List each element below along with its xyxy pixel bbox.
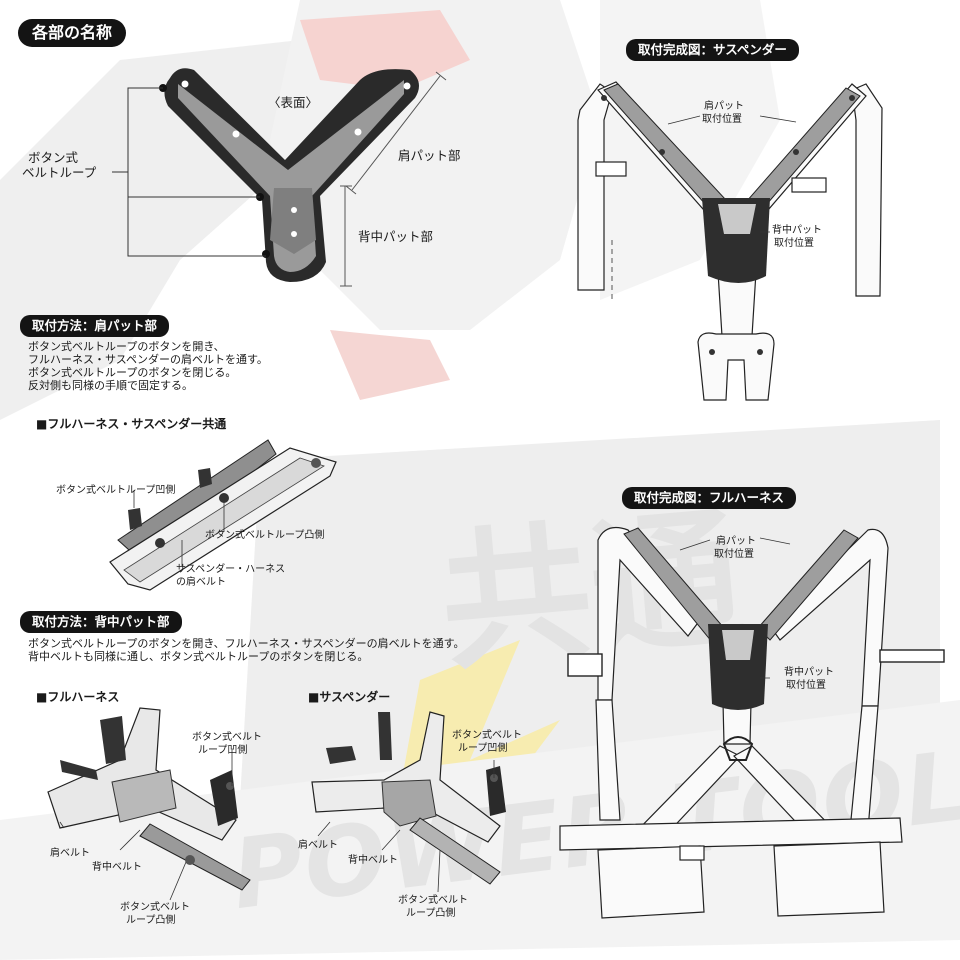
surface-label: 〈表面〉	[268, 95, 319, 110]
suspender-loop-concave-1: ボタン式ベルト	[452, 730, 522, 741]
left-side-clip	[567, 653, 603, 677]
rivet	[181, 80, 189, 88]
harness-subtitle: ■フルハーネス	[36, 690, 120, 704]
left-buckle	[595, 161, 627, 177]
right-buckle	[791, 177, 827, 193]
parts-header: 各部の名称	[18, 19, 127, 47]
right-long-strap	[849, 705, 879, 831]
label-belt-2: の肩ベルト	[176, 577, 226, 588]
rivet	[403, 82, 411, 90]
back-pad-label: 背中パット部	[358, 229, 434, 244]
rivet	[849, 95, 855, 101]
suspender-subtitle: ■サスペンダー	[308, 690, 391, 704]
harness-loop-convex-1: ボタン式ベルト	[120, 902, 190, 913]
rivet	[757, 349, 763, 355]
pad-surface	[178, 80, 404, 272]
install-back-header: 取付方法：背中パット部	[20, 611, 182, 633]
back-pad	[702, 198, 770, 283]
loop-concave	[128, 508, 142, 530]
rivet	[232, 130, 240, 138]
harness-shoulder-pos-2: 取付位置	[714, 549, 754, 560]
install-back-line: ボタン式ベルトループのボタンを開き、フルハーネス・サスペンダーの肩ベルトを通す。	[28, 637, 465, 650]
snap-button	[311, 458, 321, 468]
harness-loop-convex-2: ループ凸側	[126, 915, 176, 926]
left-long-strap	[595, 699, 621, 821]
pad-center-panel	[270, 188, 316, 254]
rivet	[793, 149, 799, 155]
watermark-red-mouth	[300, 10, 470, 90]
complete-harness-header: 取付完成図：フルハーネス	[622, 487, 797, 509]
install-shoulder-line: ボタン式ベルトループのボタンを閉じる。	[28, 366, 237, 379]
suspender-back-pos-1: 背中パット	[772, 225, 822, 236]
harness-loop-concave-1: ボタン式ベルト	[192, 732, 262, 743]
install-back-line: 背中ベルトも同様に通し、ボタン式ベルトループのボタンを閉じる。	[28, 650, 369, 663]
harness-shoulder-belt: 肩ベルト	[50, 848, 90, 859]
install-shoulder-header: 取付方法：肩パット部	[20, 315, 170, 337]
suspender-detail	[311, 711, 506, 893]
left-thigh	[597, 845, 705, 919]
right-side-clip	[879, 649, 945, 663]
left-strap	[577, 83, 613, 291]
complete-suspender-header: 取付完成図：サスペンダー	[626, 39, 799, 61]
button-loop-label-1: ボタン式	[28, 150, 79, 165]
suspender-back-belt: 背中ベルト	[348, 855, 398, 866]
harness-detail	[47, 707, 251, 901]
rivet	[601, 95, 607, 101]
back-pad-center	[718, 204, 756, 234]
label-concave: ボタン式ベルトループ凹側	[56, 485, 176, 496]
install-shoulder-line: 反対側も同様の手順で固定する。	[28, 379, 193, 392]
callout-lines	[133, 490, 225, 566]
right-strap	[851, 83, 883, 297]
label-belt-1: サスペンダー・ハーネス	[176, 564, 286, 575]
d-ring	[722, 736, 754, 761]
suspender-loop-convex-1: ボタン式ベルト	[398, 895, 468, 906]
shoulder-pad-right	[757, 529, 859, 641]
watermark-red-patch	[330, 330, 450, 400]
callout-lines	[679, 537, 791, 679]
harness-loop-concave-2: ループ凹側	[198, 745, 248, 756]
right-shoulder-belt	[769, 528, 889, 707]
suspender-loop-convex-2: ループ凸側	[406, 908, 456, 919]
waist-belt	[559, 817, 903, 851]
rivet	[709, 349, 715, 355]
back-pad-center	[722, 630, 754, 660]
back-pad	[708, 624, 768, 710]
dimension-back	[340, 185, 352, 287]
suspender-back-pos-2: 取付位置	[774, 238, 814, 249]
rivet	[659, 149, 665, 155]
install-shoulder-line: フルハーネス・サスペンダーの肩ベルトを通す。	[28, 353, 268, 366]
harness-shoulder-pos-1: 肩パット	[716, 536, 756, 547]
harness-back-belt: 背中ベルト	[92, 862, 142, 873]
bottom-plate	[697, 332, 775, 401]
loop-concave	[198, 468, 212, 488]
suspender-shoulder-pos-1: 肩パット	[704, 101, 744, 112]
harness-back-pos-1: 背中パット	[784, 667, 834, 678]
suspender-loop-concave-2: ループ凹側	[458, 743, 508, 754]
install-shoulder-line: ボタン式ベルトループのボタンを開き、	[28, 340, 225, 353]
watermark-kanji-block	[240, 420, 940, 800]
harness-back-pos-2: 取付位置	[786, 680, 826, 691]
suspender-shoulder-belt: 肩ベルト	[298, 840, 338, 851]
suspender-shoulder-pos-2: 取付位置	[702, 114, 742, 125]
dimension-shoulder	[345, 71, 447, 195]
rivet	[291, 207, 297, 213]
rivet	[291, 231, 297, 237]
rivet	[354, 128, 362, 136]
loop-convex	[155, 538, 165, 548]
watermark-shape-right	[600, 0, 780, 300]
common-section-title: ■フルハーネス・サスペンダー共通	[36, 417, 227, 431]
label-convex: ボタン式ベルトループ凸側	[205, 530, 325, 541]
shoulder-pad-label: 肩パット部	[398, 148, 461, 163]
callout-lines	[667, 115, 797, 233]
right-thigh	[773, 841, 885, 917]
button-loop-label-2: ベルトループ	[22, 165, 97, 180]
callout-lines	[112, 87, 266, 257]
front-buckle	[679, 845, 705, 861]
